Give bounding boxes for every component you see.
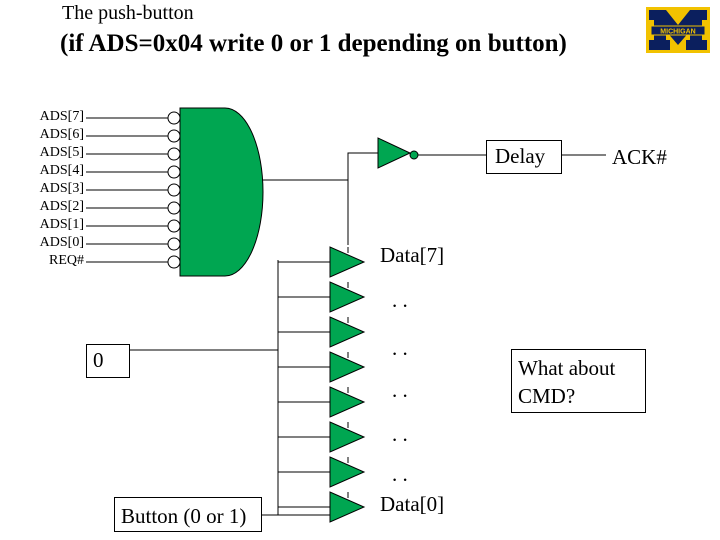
input-label-5: ADS[2]	[39, 199, 84, 214]
tristate-buffer-4	[329, 386, 366, 418]
data0-label: Data[0]	[380, 492, 445, 516]
cmd-question-box: What about CMD?	[511, 349, 646, 413]
input-label-0: ADS[7]	[39, 109, 84, 124]
zero-box: 0	[86, 344, 130, 378]
tristate-buffer-6	[329, 456, 366, 488]
input-bubble-4	[167, 183, 181, 197]
input-label-6: ADS[1]	[39, 217, 84, 232]
tristate-buffer-3	[329, 351, 366, 383]
cmd-question-text: What about CMD?	[518, 356, 616, 408]
input-label-2: ADS[5]	[39, 145, 84, 160]
dots-3: . .	[392, 378, 408, 402]
input-bubble-7	[167, 237, 181, 251]
input-bubble-8	[167, 255, 181, 269]
and-gate	[179, 107, 264, 277]
tristate-buffer-5	[329, 421, 366, 453]
input-bubble-3	[167, 165, 181, 179]
button-label: Button (0 or 1)	[121, 504, 247, 528]
input-bubble-6	[167, 219, 181, 233]
tristate-buffer-2	[329, 316, 366, 348]
input-bubble-0	[167, 111, 181, 125]
ack-label: ACK#	[612, 145, 667, 169]
zero-label: 0	[93, 348, 104, 372]
tristate-buffer-0	[329, 246, 366, 278]
input-bubble-1	[167, 129, 181, 143]
dots-1: . .	[392, 288, 408, 312]
input-label-4: ADS[3]	[39, 181, 84, 196]
logo-wordmark: MICHIGAN	[660, 29, 695, 36]
input-label-8: REQ#	[49, 253, 84, 268]
dots-4: . .	[392, 422, 408, 446]
input-bubble-2	[167, 147, 181, 161]
input-label-7: ADS[0]	[39, 235, 84, 250]
inverter-bubble	[409, 150, 419, 160]
input-label-3: ADS[4]	[39, 163, 84, 178]
slide-subtitle: The push-button	[62, 2, 194, 24]
delay-box: Delay	[486, 140, 562, 174]
dots-2: . .	[392, 336, 408, 360]
input-label-1: ADS[6]	[39, 127, 84, 142]
and-output-wire	[262, 152, 378, 181]
michigan-logo: MICHIGAN	[646, 7, 710, 53]
dots-5: . .	[392, 462, 408, 486]
button-box[interactable]: Button (0 or 1)	[114, 497, 262, 532]
input-bubble-5	[167, 201, 181, 215]
inverter-gate	[377, 137, 412, 169]
delay-label: Delay	[495, 144, 546, 168]
data7-label: Data[7]	[380, 243, 445, 267]
tristate-buffer-7	[329, 491, 366, 523]
slide-title: (if ADS=0x04 write 0 or 1 depending on b…	[60, 30, 567, 57]
tristate-buffer-1	[329, 281, 366, 313]
